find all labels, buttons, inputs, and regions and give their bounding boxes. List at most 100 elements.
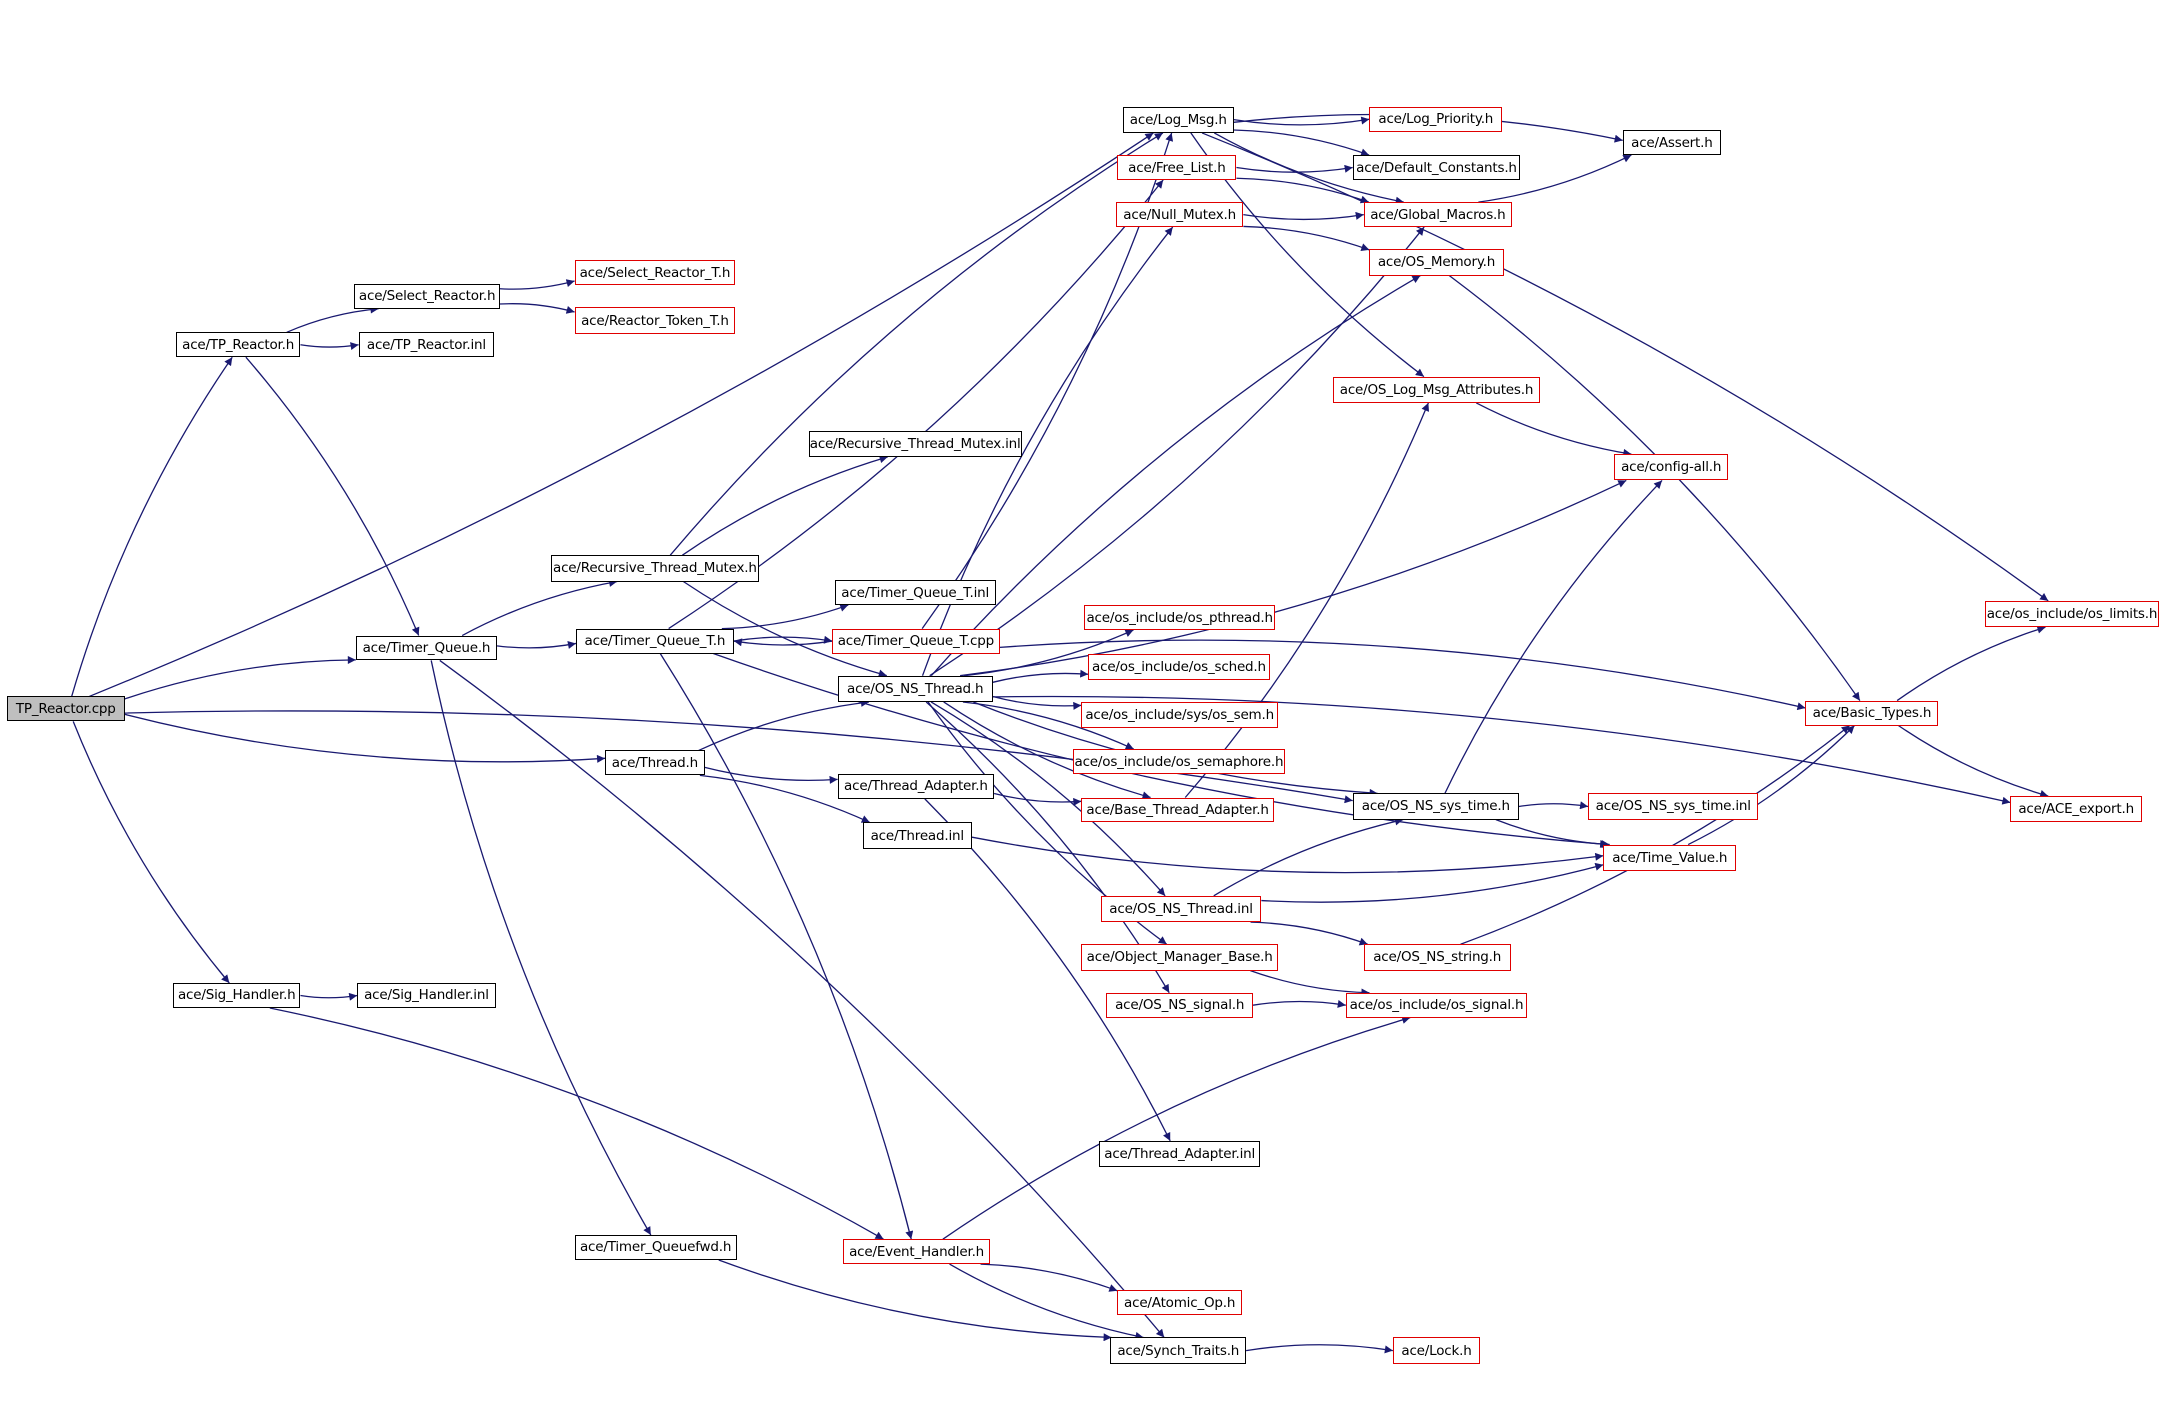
graph-node-os-ns-thread-inl[interactable]: ace/OS_NS_Thread.inl <box>1100 895 1262 923</box>
graph-node-sig-handler-inl[interactable]: ace/Sig_Handler.inl <box>357 983 496 1008</box>
edge-sig-handler-h-to-event-handler-h <box>269 1007 884 1240</box>
graph-node-lock-h[interactable]: ace/Lock.h <box>1392 1337 1481 1364</box>
graph-node-recursive-thread-mutex-h[interactable]: ace/Recursive_Thread_Mutex.h <box>551 555 759 582</box>
graph-node-os-limits-h[interactable]: ace/os_include/os_limits.h <box>1985 600 2159 628</box>
edge-basic-types-h-to-ace-export-h <box>1898 724 2049 798</box>
edge-os-ns-thread-inl-to-os-ns-sys-time-h <box>1213 817 1404 897</box>
graph-node-os-pthread-h[interactable]: ace/os_include/os_pthread.h <box>1084 605 1276 630</box>
graph-node-event-handler-h[interactable]: ace/Event_Handler.h <box>843 1239 990 1265</box>
edge-timer-queue-t-h-to-timer-queue-t-inl <box>721 603 849 630</box>
graph-node-timer-queue-t-h[interactable]: ace/Timer_Queue_T.h <box>575 628 734 654</box>
edge-timer-queuefwd-h-to-synch-traits-h <box>718 1259 1112 1342</box>
edge-basic-types-h-to-os-limits-h <box>1896 625 2046 702</box>
edge-tp-reactor-h-to-timer-queue-h <box>245 356 420 636</box>
graph-node-free-list-h[interactable]: ace/Free_List.h <box>1117 155 1237 180</box>
edge-thread-h-to-thread-adapter-h <box>704 766 838 784</box>
edge-os-ns-thread-h-to-ace-export-h <box>992 695 2011 805</box>
graph-node-base-thread-adapter-h[interactable]: ace/Base_Thread_Adapter.h <box>1081 797 1274 823</box>
graph-node-os-signal-h[interactable]: ace/os_include/os_signal.h <box>1345 992 1528 1018</box>
edge-synch-traits-h-to-lock-h <box>1246 1344 1393 1354</box>
edge-tp-reactor-cpp-to-tp-reactor-h <box>71 356 233 697</box>
edge-os-ns-thread-h-to-os-ns-thread-inl <box>930 701 1166 897</box>
graph-node-default-constants-h[interactable]: ace/Default_Constants.h <box>1352 155 1521 180</box>
graph-node-os-ns-thread-h[interactable]: ace/OS_NS_Thread.h <box>837 675 993 702</box>
edge-os-log-msg-attributes-h-to-config-all-h <box>1476 402 1632 457</box>
graph-node-thread-adapter-h[interactable]: ace/Thread_Adapter.h <box>837 773 995 799</box>
graph-node-null-mutex-h[interactable]: ace/Null_Mutex.h <box>1115 202 1244 228</box>
edge-recursive-thread-mutex-h-to-log-msg-h <box>669 132 1164 556</box>
graph-node-sig-handler-h[interactable]: ace/Sig_Handler.h <box>173 983 301 1008</box>
edge-event-handler-h-to-synch-traits-h <box>949 1263 1144 1340</box>
graph-node-tp-reactor-inl[interactable]: ace/TP_Reactor.inl <box>358 332 495 358</box>
edge-os-ns-string-h-to-basic-types-h <box>1460 725 1851 945</box>
graph-node-os-memory-h[interactable]: ace/OS_Memory.h <box>1369 249 1504 276</box>
graph-node-ace-export-h[interactable]: ace/ACE_export.h <box>2010 796 2142 823</box>
edge-tp-reactor-cpp-to-thread-h <box>124 713 606 763</box>
graph-node-synch-traits-h[interactable]: ace/Synch_Traits.h <box>1110 1337 1247 1364</box>
edge-timer-queue-h-to-timer-queuefwd-h <box>430 660 652 1236</box>
edge-tp-reactor-cpp-to-sig-handler-h <box>72 721 230 984</box>
graph-node-assert-h[interactable]: ace/Assert.h <box>1622 130 1721 156</box>
edge-timer-queue-t-cpp-to-basic-types-h <box>999 639 1806 711</box>
edge-thread-adapter-h-to-base-thread-adapter-h <box>993 792 1082 806</box>
edge-null-mutex-h-to-os-memory-h <box>1243 225 1370 251</box>
graph-node-basic-types-h[interactable]: ace/Basic_Types.h <box>1805 700 1939 726</box>
edge-tp-reactor-cpp-to-log-msg-h <box>89 132 1154 698</box>
edge-timer-queue-t-cpp-to-timer-queue-t-h <box>733 638 833 647</box>
edge-global-macros-h-to-assert-h <box>1478 154 1632 203</box>
edge-os-ns-thread-h-to-global-macros-h <box>929 226 1425 677</box>
graph-node-timer-queue-t-inl[interactable]: ace/Timer_Queue_T.inl <box>834 580 996 606</box>
graph-node-thread-h[interactable]: ace/Thread.h <box>605 750 705 776</box>
graph-node-reactor-token-t-h[interactable]: ace/Reactor_Token_T.h <box>574 307 736 334</box>
edge-os-ns-thread-h-to-os-sched-h <box>992 669 1089 683</box>
graph-node-os-ns-signal-h[interactable]: ace/OS_NS_signal.h <box>1106 992 1254 1018</box>
edge-thread-h-to-os-ns-thread-h <box>698 698 870 752</box>
edge-os-ns-thread-h-to-os-memory-h <box>930 274 1421 677</box>
edge-timer-queue-h-to-timer-queue-t-h <box>496 641 577 649</box>
edge-log-msg-h-to-default-constants-h <box>1233 129 1370 157</box>
graph-node-global-macros-h[interactable]: ace/Global_Macros.h <box>1363 202 1512 228</box>
graph-node-os-ns-string-h[interactable]: ace/OS_NS_string.h <box>1363 944 1511 971</box>
edge-os-ns-sys-time-h-to-config-all-h <box>1444 479 1663 794</box>
graph-node-timer-queue-t-cpp[interactable]: ace/Timer_Queue_T.cpp <box>832 628 1000 654</box>
edge-sig-handler-h-to-sig-handler-inl <box>300 992 358 1001</box>
graph-node-log-priority-h[interactable]: ace/Log_Priority.h <box>1369 106 1503 132</box>
edge-thread-h-to-thread-inl <box>699 774 871 824</box>
edge-event-handler-h-to-os-signal-h <box>942 1016 1411 1240</box>
edge-recursive-thread-mutex-h-to-recursive-thread-mutex-inl <box>682 455 888 556</box>
graph-node-tp-reactor-h[interactable]: ace/TP_Reactor.h <box>175 332 301 358</box>
graph-node-os-ns-sys-time-inl[interactable]: ace/OS_NS_sys_time.inl <box>1588 793 1759 820</box>
graph-node-timer-queuefwd-h[interactable]: ace/Timer_Queuefwd.h <box>574 1235 737 1260</box>
edge-base-thread-adapter-h-to-os-log-msg-attributes-h <box>1184 402 1430 798</box>
graph-node-atomic-op-h[interactable]: ace/Atomic_Op.h <box>1117 1290 1242 1316</box>
edge-os-ns-sys-time-h-to-time-value-h <box>1495 819 1610 849</box>
graph-node-os-sched-h[interactable]: ace/os_include/os_sched.h <box>1088 653 1270 680</box>
graph-node-thread-inl[interactable]: ace/Thread.inl <box>862 822 972 849</box>
graph-node-recursive-thread-mutex-inl[interactable]: ace/Recursive_Thread_Mutex.inl <box>808 430 1022 457</box>
graph-node-time-value-h[interactable]: ace/Time_Value.h <box>1603 844 1737 871</box>
edge-timer-queue-h-to-recursive-thread-mutex-h <box>461 578 618 637</box>
edge-null-mutex-h-to-global-macros-h <box>1243 211 1364 221</box>
graph-node-timer-queue-h[interactable]: ace/Timer_Queue.h <box>355 635 498 661</box>
graph-node-select-reactor-h[interactable]: ace/Select_Reactor.h <box>354 283 500 309</box>
edge-free-list-h-to-default-constants-h <box>1236 164 1353 173</box>
edge-timer-queue-t-h-to-timer-queue-t-cpp <box>733 635 833 644</box>
edge-os-ns-thread-h-to-os-sem-h <box>992 695 1082 710</box>
graph-node-log-msg-h[interactable]: ace/Log_Msg.h <box>1122 106 1234 133</box>
edge-os-ns-thread-h-to-base-thread-adapter-h <box>943 701 1151 800</box>
graph-node-os-log-msg-attributes-h[interactable]: ace/OS_Log_Msg_Attributes.h <box>1333 376 1540 403</box>
edge-time-value-h-to-basic-types-h <box>1687 725 1855 846</box>
graph-node-object-manager-base-h[interactable]: ace/Object_Manager_Base.h <box>1081 944 1278 971</box>
edge-os-ns-thread-inl-to-time-value-h <box>1261 862 1604 903</box>
graph-node-thread-adapter-inl[interactable]: ace/Thread_Adapter.inl <box>1099 1140 1260 1168</box>
graph-node-os-semaphore-h[interactable]: ace/os_include/os_semaphore.h <box>1073 749 1285 774</box>
graph-node-config-all-h[interactable]: ace/config-all.h <box>1614 454 1728 481</box>
graph-node-os-sem-h[interactable]: ace/os_include/sys/os_sem.h <box>1081 701 1278 729</box>
edge-os-ns-thread-inl-to-os-ns-string-h <box>1250 921 1368 946</box>
graph-node-os-ns-sys-time-h[interactable]: ace/OS_NS_sys_time.h <box>1352 793 1519 820</box>
edge-thread-inl-to-time-value-h <box>971 836 1604 874</box>
edge-timer-queue-h-to-synch-traits-h <box>439 659 1165 1338</box>
edge-os-ns-thread-h-to-os-pthread-h <box>963 629 1134 677</box>
graph-node-select-reactor-t-h[interactable]: ace/Select_Reactor_T.h <box>574 260 736 286</box>
graph-node-tp-reactor-cpp: TP_Reactor.cpp <box>6 696 125 722</box>
